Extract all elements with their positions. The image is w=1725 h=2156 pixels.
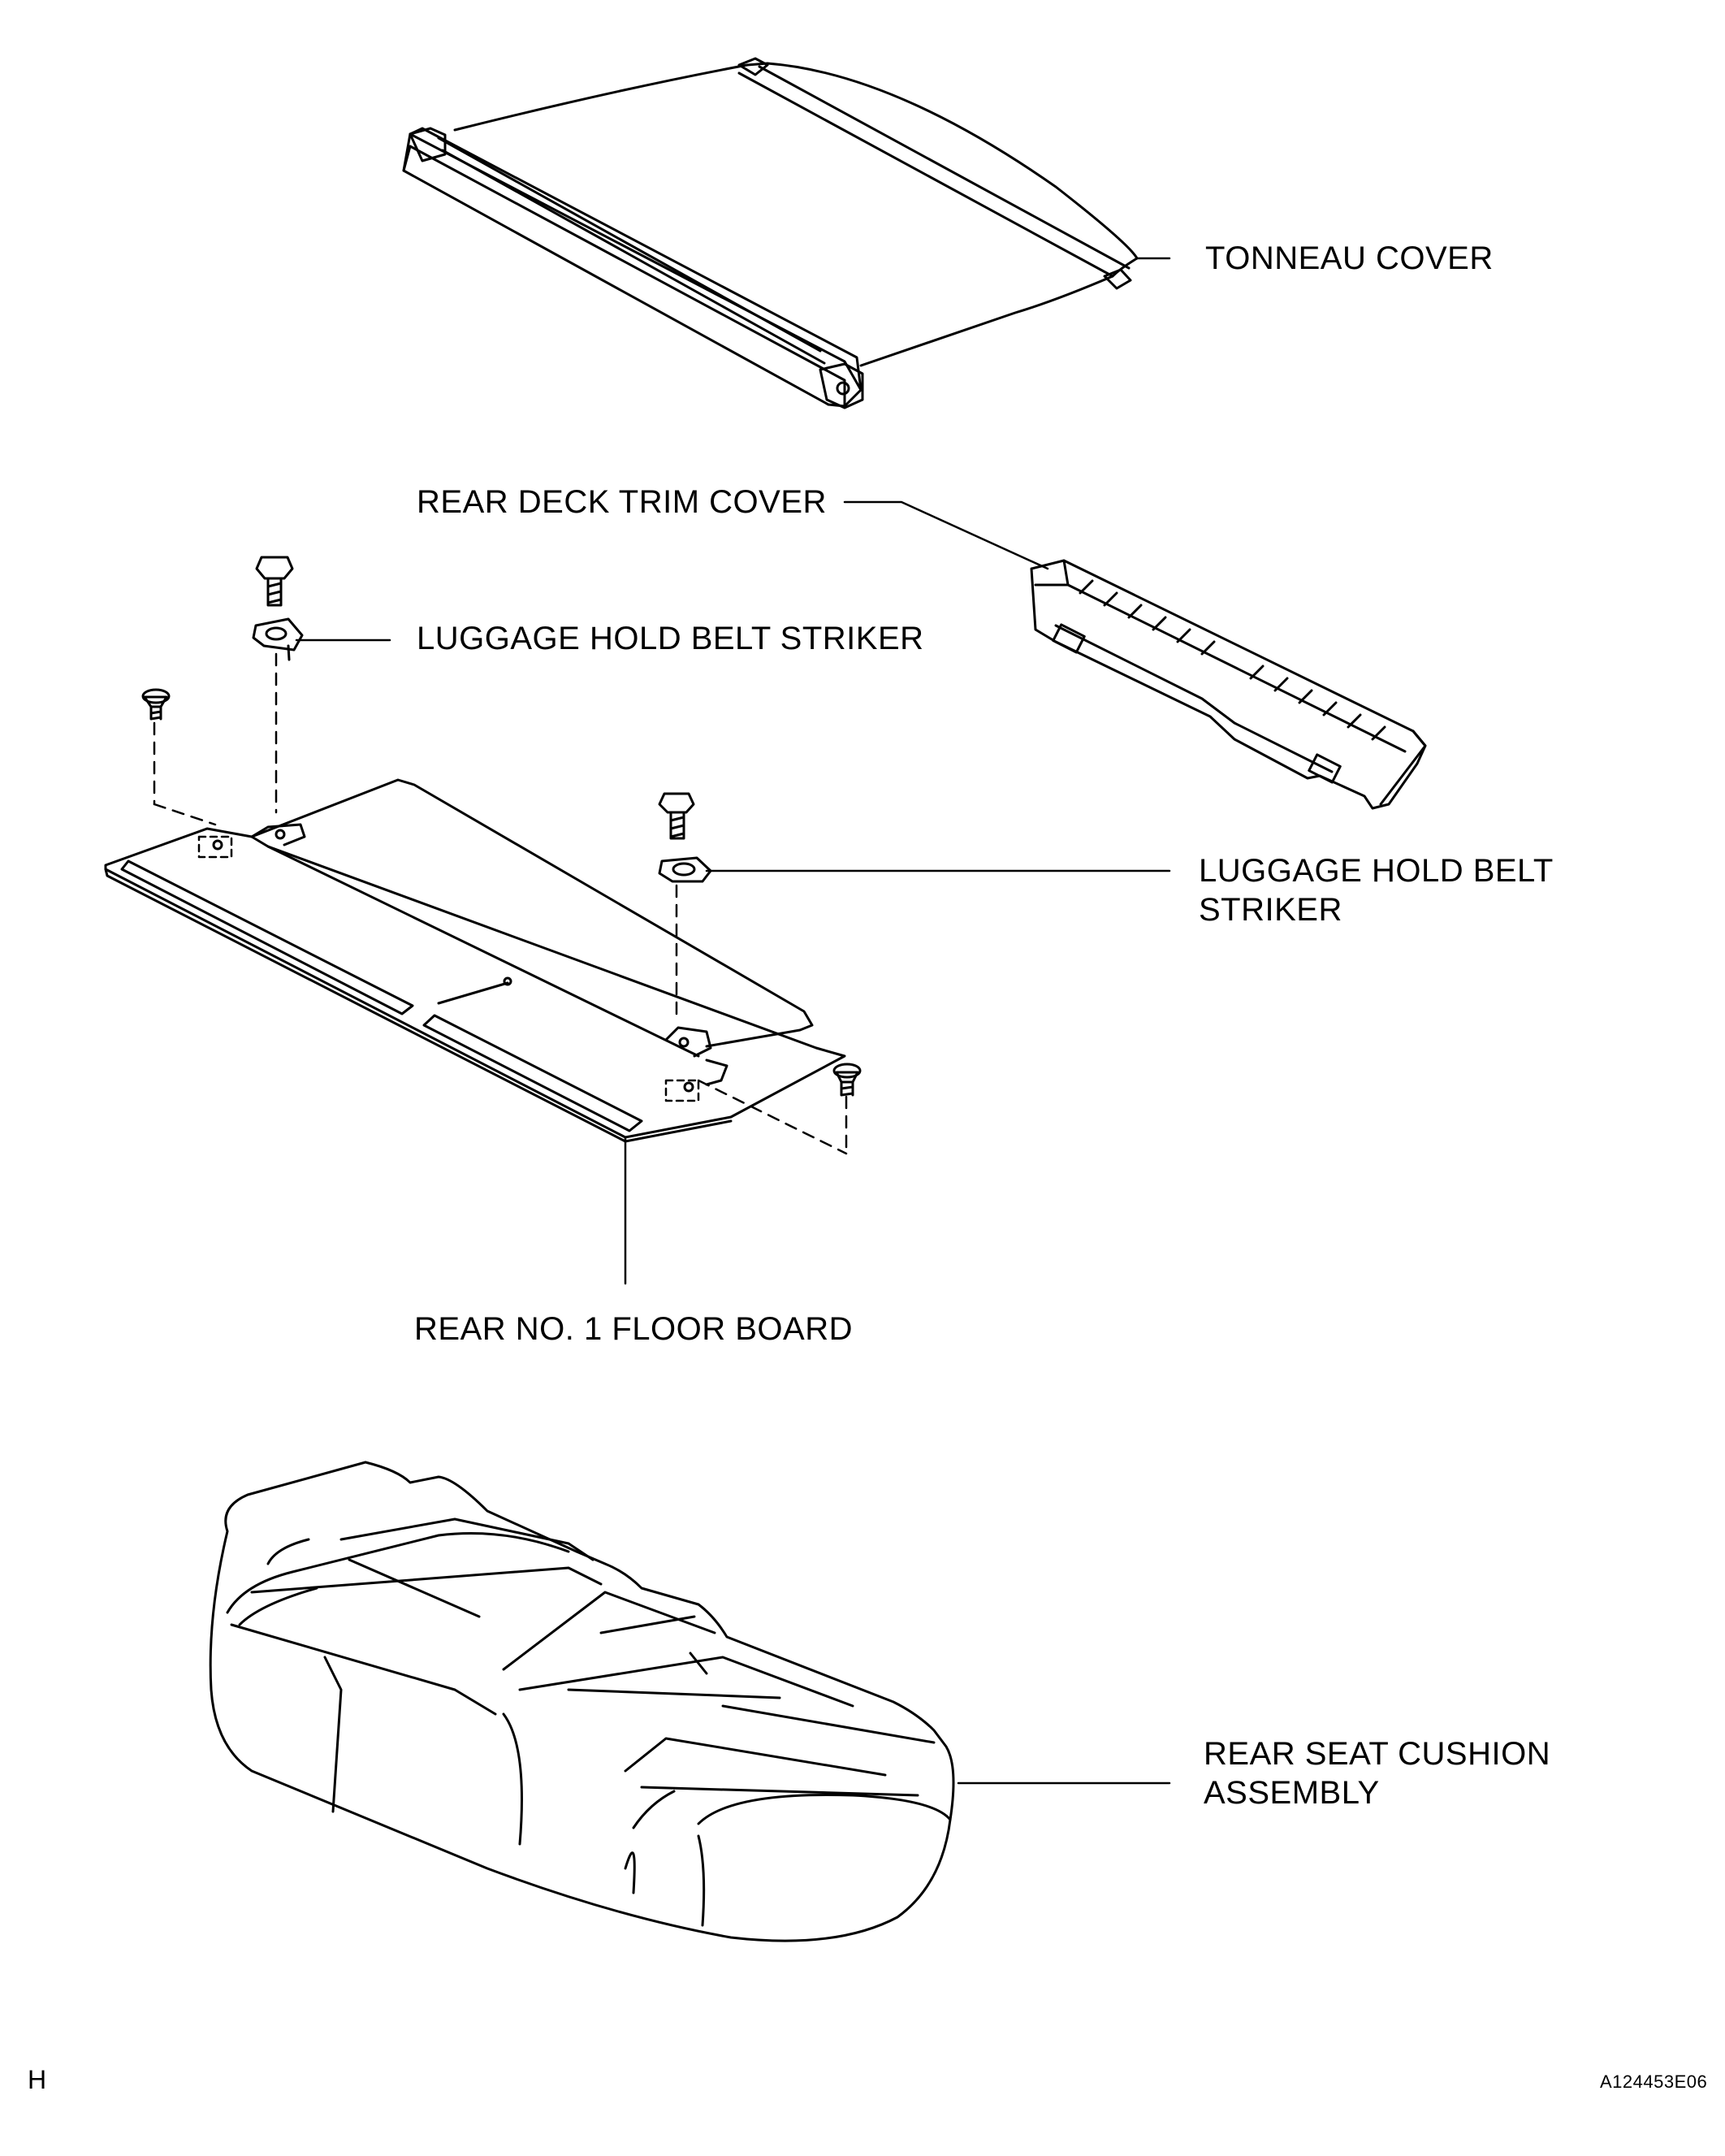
label-rear-no1-floor-board: REAR NO. 1 FLOOR BOARD (414, 1311, 853, 1347)
label-tonneau-cover: TONNEAU COVER (1205, 240, 1494, 276)
label-rear-seat-cushion-line1: REAR SEAT CUSHION (1204, 1736, 1551, 1772)
label-rear-seat-cushion-line2: ASSEMBLY (1204, 1775, 1380, 1811)
right-striker-drawing (659, 794, 711, 881)
label-luggage-hold-belt-striker-right-line2: STRIKER (1199, 892, 1342, 928)
tonneau-cover-drawing (404, 58, 1137, 408)
leader-lines (296, 258, 1169, 1783)
label-luggage-hold-belt-striker-upper: LUGGAGE HOLD BELT STRIKER (417, 621, 924, 656)
label-luggage-hold-belt-striker-right-line1: LUGGAGE HOLD BELT (1199, 853, 1554, 889)
fastener-dash-lines (154, 654, 846, 1154)
rear-deck-trim-cover-drawing (1031, 561, 1425, 808)
right-clip-drawing (834, 1064, 860, 1095)
rear-seat-cushion-drawing (210, 1462, 953, 1941)
left-clip-drawing (143, 690, 169, 719)
upper-striker-drawing (253, 557, 302, 660)
figure-id: A124453E06 (1600, 2072, 1708, 2092)
section-letter: H (28, 2065, 47, 2094)
label-rear-deck-trim-cover: REAR DECK TRIM COVER (417, 484, 827, 520)
floor-board-drawing (106, 780, 845, 1141)
